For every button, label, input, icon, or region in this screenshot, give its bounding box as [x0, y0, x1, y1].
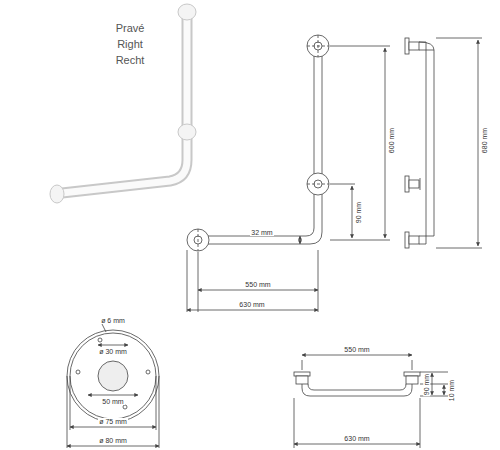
dimension: 600 mm — [388, 126, 395, 153]
variant-label: Pravé — [115, 23, 146, 34]
dimension: 550 mm — [343, 346, 370, 353]
dimension: 680 mm — [481, 126, 488, 153]
front-view — [187, 35, 390, 312]
top-view — [294, 355, 448, 448]
dimension: 630 mm — [238, 301, 265, 308]
dimension: 90 mm — [356, 200, 363, 223]
dimension: ø 30 mm — [98, 348, 128, 355]
wall-plate — [67, 324, 159, 448]
dimension: 50 mm — [101, 398, 124, 405]
dimension: 10 mm — [449, 378, 456, 401]
dimension: ø 80 mm — [98, 437, 128, 444]
dimension: 630 mm — [343, 435, 370, 442]
variant-label: Recht — [115, 55, 146, 66]
side-view — [405, 38, 482, 248]
dimension: 90 mm — [424, 372, 431, 395]
dimension: ø 75 mm — [98, 418, 128, 425]
variant-label: Right — [116, 39, 144, 50]
dimension: 550 mm — [244, 281, 271, 288]
dimension: ø 6 mm — [100, 317, 126, 324]
bar-illustration — [50, 4, 196, 203]
dimension: 32 mm — [250, 229, 273, 236]
